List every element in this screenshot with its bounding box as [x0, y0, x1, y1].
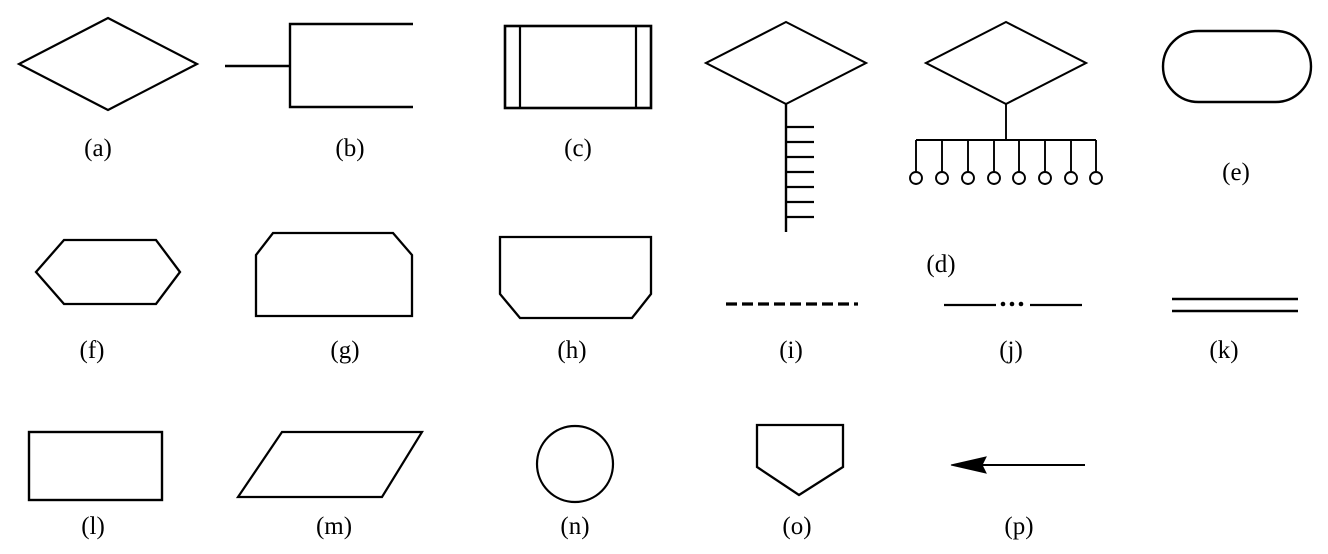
shape-o-down-pentagon [755, 423, 845, 497]
shape-d-fan-terminals [909, 171, 1103, 185]
shape-g-top-chamfered-rectangle [254, 231, 414, 318]
shape-p-arrow-head [950, 456, 987, 474]
panel-label-o: (o) [782, 513, 812, 540]
shape-c-predefined-process [503, 24, 653, 110]
shape-d-diamond-with-fan [909, 20, 1103, 185]
shape-b-open-rectangle [225, 22, 413, 109]
shape-a-diamond [16, 16, 200, 112]
shape-j-ellipsis [1000, 301, 1024, 307]
shape-h-bottom-chamfered-rectangle [498, 235, 653, 320]
shape-m-parallelogram [235, 430, 424, 499]
panel-label-b: (b) [335, 135, 365, 162]
panel-label-h: (h) [557, 337, 587, 364]
panel-label-c: (c) [564, 135, 592, 162]
panel-label-n: (n) [560, 513, 590, 540]
panel-label-g: (g) [330, 337, 360, 364]
panel-label-e: (e) [1222, 159, 1250, 186]
panel-label-i: (i) [779, 337, 803, 364]
panel-label-l: (l) [81, 513, 105, 540]
panel-label-a: (a) [84, 135, 112, 162]
panel-label-m: (m) [315, 513, 353, 540]
shape-p-left-arrow [950, 456, 1085, 474]
panel-label-p: (p) [1004, 513, 1034, 540]
shape-d-comb-ticks [786, 125, 814, 219]
shape-d-diamond-with-comb [703, 20, 869, 232]
shape-j-broken-line [944, 301, 1082, 307]
shape-d-fan-droppers [915, 140, 1097, 172]
shape-n-circle [535, 424, 615, 504]
panel-label-f: (f) [79, 337, 105, 364]
panel-label-d: (d) [926, 251, 956, 278]
shape-e-stadium [1161, 29, 1313, 104]
shape-f-hexagon [34, 238, 182, 306]
panel-label-k: (k) [1209, 337, 1239, 364]
shape-k-double-line [1172, 297, 1298, 313]
panel-label-j: (j) [999, 337, 1023, 364]
shape-l-rectangle [27, 430, 164, 502]
